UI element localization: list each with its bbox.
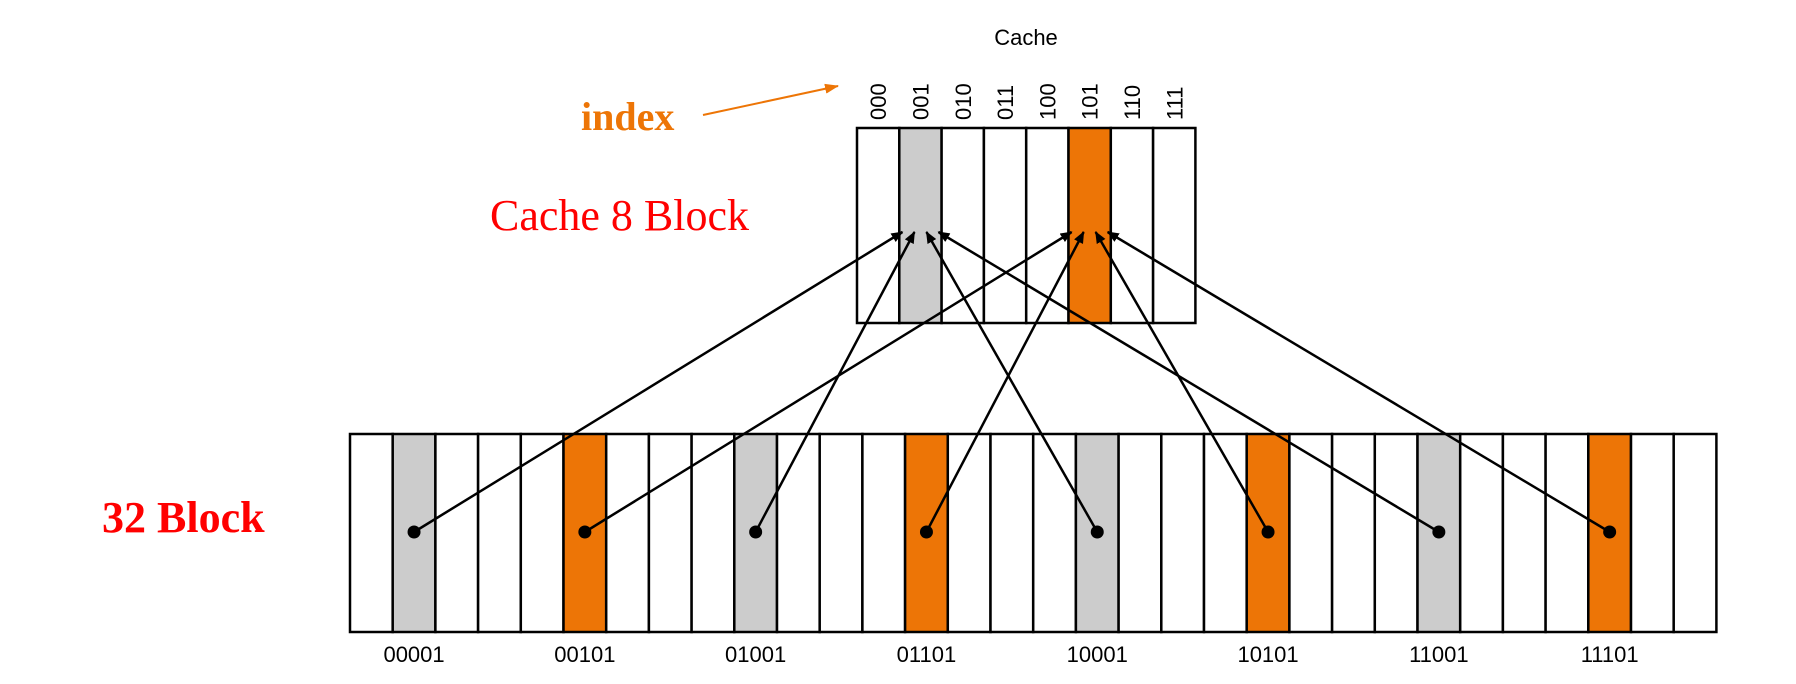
- memory-block-labels: 00001 00101 01001 01101 10001 10101 11001 11101: [383, 642, 1638, 667]
- cache-block-101: [1067, 126, 1113, 325]
- memory-block: [1330, 432, 1377, 634]
- mapping-arrows: [407, 230, 1617, 539]
- memory-block-label-00101: 00101: [554, 642, 615, 667]
- mapping-arrow-10001: [925, 231, 1099, 533]
- cache-index-010: 010: [951, 83, 976, 120]
- memory-block: [690, 432, 736, 634]
- cache-blocks: [855, 126, 1197, 325]
- memory-block: [1587, 432, 1633, 634]
- cache-block-110: [1109, 126, 1155, 325]
- memory-block-label-00001: 00001: [383, 642, 444, 667]
- memory-block: [861, 432, 907, 634]
- cache-index-labels: 000 001 010 011 100 101 110 111: [866, 83, 1187, 120]
- memory-block: [1202, 432, 1248, 634]
- cache-block-011: [982, 126, 1028, 325]
- memory-block: [1031, 432, 1078, 634]
- memory-block: [476, 432, 523, 634]
- cache-title: Cache: [994, 25, 1058, 50]
- memory-block: [647, 432, 693, 634]
- memory-32-block-label: 32 Block: [102, 493, 265, 542]
- memory-block: [818, 432, 864, 634]
- memory-block: [1501, 432, 1547, 634]
- memory-block: [604, 432, 651, 634]
- cache-block-111: [1151, 126, 1197, 325]
- memory-block-label-10101: 10101: [1237, 642, 1298, 667]
- memory-block: [903, 432, 950, 634]
- memory-block-label-11101: 11101: [1581, 642, 1639, 667]
- memory-block-label-01101: 01101: [897, 642, 957, 667]
- index-label: index: [581, 94, 674, 139]
- cache-index-101: 101: [1078, 83, 1103, 120]
- mapping-arrow-01101: [925, 231, 1085, 533]
- cache-8-block-label: Cache 8 Block: [490, 191, 749, 240]
- memory-block-label-01001: 01001: [725, 642, 786, 667]
- cache-index-001: 001: [908, 83, 933, 120]
- cache-index-110: 110: [1120, 85, 1145, 120]
- memory-block: [434, 432, 480, 634]
- memory-block: [1373, 432, 1419, 634]
- cache-block-000: [855, 126, 901, 325]
- memory-blocks: [348, 432, 1718, 634]
- memory-block: [946, 432, 992, 634]
- memory-block: [775, 432, 821, 634]
- memory-block: [1117, 432, 1163, 634]
- mapping-arrow-11001: [937, 230, 1440, 534]
- memory-block: [348, 432, 394, 634]
- cache-index-000: 000: [866, 83, 891, 120]
- mapping-arrow-01001: [754, 231, 916, 533]
- mapping-arrow-11101: [1106, 230, 1611, 534]
- mapping-arrow-00001: [413, 230, 904, 534]
- cache-index-011: 011: [993, 85, 1018, 120]
- memory-block: [1544, 432, 1590, 634]
- memory-block: [1458, 432, 1505, 634]
- memory-block: [1160, 432, 1206, 634]
- index-arrow: [702, 83, 839, 116]
- cache-block-010: [940, 126, 986, 325]
- memory-block-label-10001: 10001: [1067, 642, 1128, 667]
- mapping-arrow-10101: [1094, 231, 1270, 533]
- memory-block: [1672, 432, 1718, 634]
- cache-block-100: [1024, 126, 1070, 325]
- memory-block-label-11001: 11001: [1409, 642, 1469, 667]
- mapping-arrow-00101: [584, 230, 1073, 534]
- cache-index-100: 100: [1035, 83, 1060, 120]
- memory-block: [989, 432, 1035, 634]
- cache-index-111: 111: [1162, 87, 1187, 120]
- cache-block-001: [898, 126, 943, 325]
- memory-block: [1629, 432, 1675, 634]
